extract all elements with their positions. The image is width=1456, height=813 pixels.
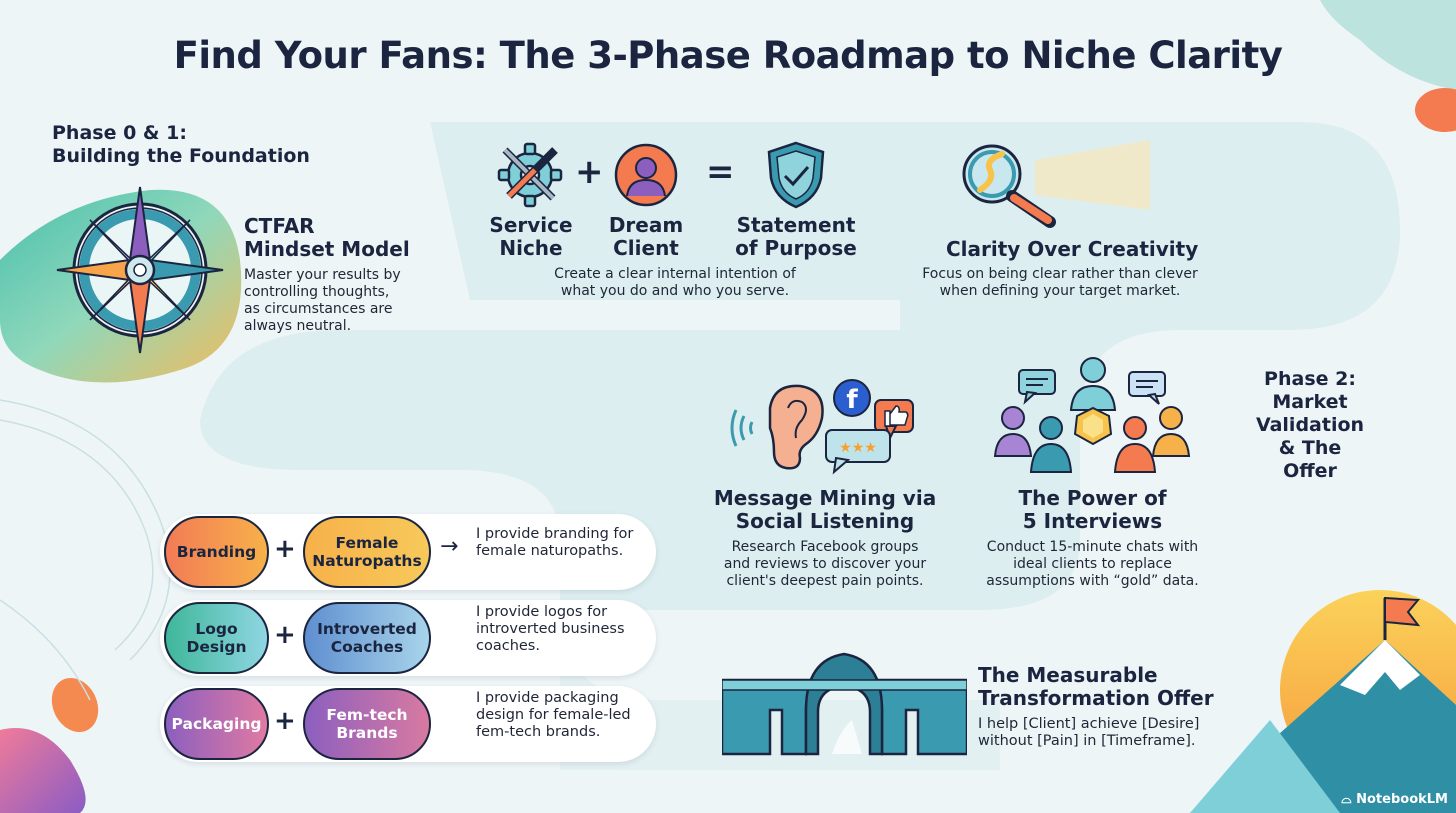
- plus-sign: +: [274, 534, 296, 564]
- service-niche-label: Service Niche: [489, 213, 573, 260]
- page-title: Find Your Fans: The 3-Phase Roadmap to N…: [173, 34, 1283, 77]
- service-pill: Packaging: [164, 688, 269, 760]
- notebooklm-logo-icon: ⌓: [1341, 792, 1357, 807]
- ear-listening-icon: f ★★★: [730, 379, 914, 475]
- shield-check-icon: [767, 141, 825, 209]
- clarity-body: Focus on being clear rather than clever …: [922, 266, 1198, 299]
- road-band: [200, 122, 1400, 610]
- arrow-right-icon: →: [440, 534, 459, 559]
- bridge-arch-icon: [722, 652, 967, 756]
- ctfar-title: CTFAR Mindset Model: [244, 214, 410, 261]
- ctfar-block: CTFAR Mindset Model Master your results …: [244, 215, 410, 335]
- equals-sign: =: [706, 152, 735, 192]
- svg-text:f: f: [846, 385, 858, 415]
- statement-of-purpose-label: Statement of Purpose: [735, 213, 857, 260]
- magnifier-icon: [962, 140, 1150, 228]
- notebooklm-watermark: ⌓ NotebookLM: [1341, 792, 1448, 807]
- offer-body: I help [Client] achieve [Desire] without…: [978, 716, 1200, 749]
- interviews-body: Conduct 15-minute chats with ideal clien…: [986, 539, 1199, 589]
- service-pill: Branding: [164, 516, 269, 588]
- phase1-label: Phase 0 & 1: Building the Foundation: [52, 122, 310, 167]
- gear-wrench-icon: [497, 142, 563, 208]
- dream-client-label: Dream Client: [608, 213, 684, 260]
- clarity-title: Clarity Over Creativity: [946, 237, 1199, 261]
- message-mining-body: Research Facebook groups and reviews to …: [723, 539, 927, 589]
- group-interview-icon: [993, 357, 1191, 473]
- message-mining-title: Message Mining via Social Listening: [713, 486, 937, 533]
- flag-icon: [1384, 596, 1421, 627]
- phase2-label: Phase 2: Market Validation & The Offer: [1255, 368, 1365, 482]
- ctfar-body: Master your results by controlling thoug…: [244, 267, 401, 334]
- plus-sign: +: [274, 620, 296, 650]
- equation-body: Create a clear internal intention of wha…: [554, 266, 796, 299]
- plus-sign: +: [575, 152, 604, 192]
- statement-text: I provide branding for female naturopath…: [476, 526, 634, 559]
- compass-icon: [56, 186, 224, 354]
- interviews-title: The Power of 5 Interviews: [1018, 486, 1167, 533]
- svg-text:★★★: ★★★: [839, 440, 877, 456]
- plus-sign: +: [274, 706, 296, 736]
- person-icon: [614, 143, 678, 207]
- offer-title: The Measurable Transformation Offer: [978, 663, 1214, 710]
- statement-text: I provide logos for introverted business…: [476, 604, 625, 654]
- statement-text: I provide packaging design for female-le…: [476, 690, 631, 740]
